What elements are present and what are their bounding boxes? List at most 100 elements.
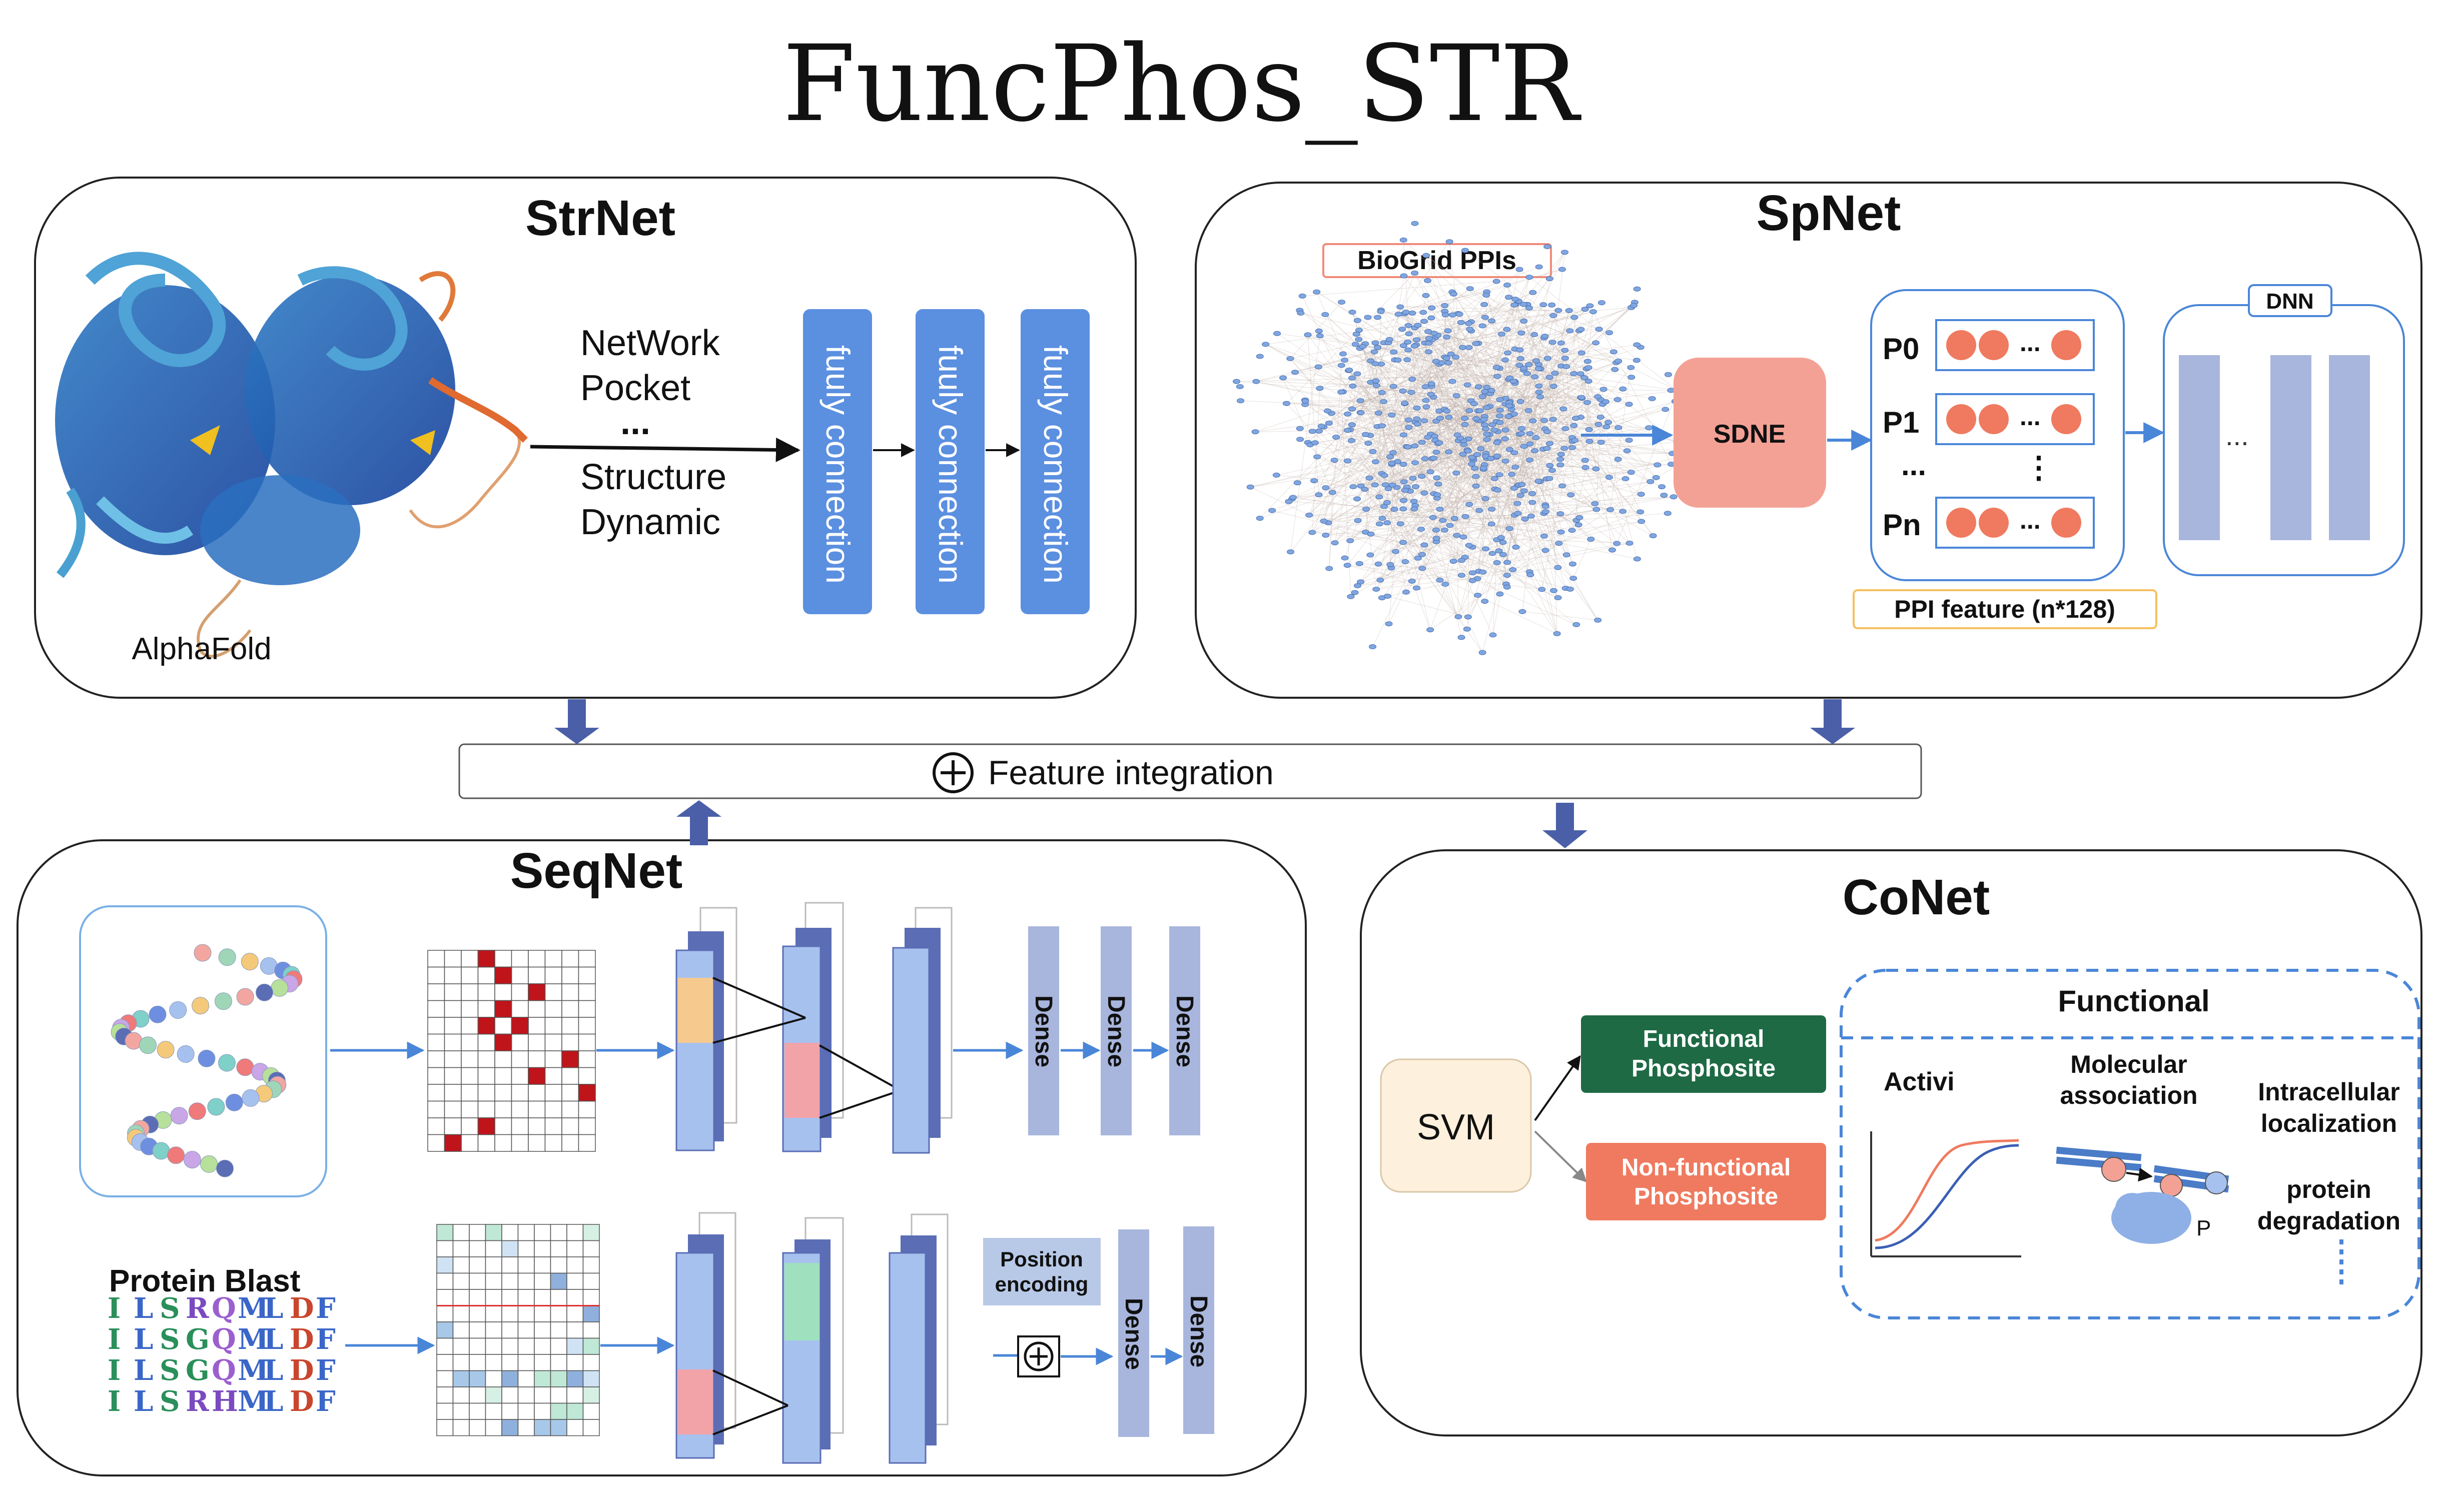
svg-text:L: L bbox=[134, 1292, 153, 1325]
strnet-panel bbox=[34, 177, 1137, 699]
nonfunctional-phosphosite-label: Non-functional bbox=[1621, 1154, 1791, 1181]
svg-text:G: G bbox=[186, 1354, 210, 1387]
fc-layer-2 bbox=[916, 309, 985, 614]
svg-text:Q: Q bbox=[212, 1292, 236, 1325]
functional-header: Functional bbox=[2058, 984, 2209, 1018]
svg-text:F: F bbox=[316, 1292, 336, 1325]
role-activity: Activi bbox=[1884, 1067, 1955, 1096]
ppi-feature-label-box bbox=[1853, 589, 2157, 629]
seqnet-panel bbox=[17, 839, 1307, 1476]
svg-text:S: S bbox=[160, 1354, 180, 1387]
svg-text:R: R bbox=[186, 1292, 209, 1325]
feature-network: NetWork bbox=[580, 323, 720, 363]
seqnet-up-arrow bbox=[676, 800, 721, 845]
svm-to-nonfunctional-arrow bbox=[1534, 1130, 1587, 1182]
dnn-layer-2 bbox=[2270, 355, 2311, 540]
functional-phosphosite-label-2: Phosphosite bbox=[1631, 1055, 1776, 1082]
svg-text:M: M bbox=[238, 1323, 269, 1356]
svg-text:Q: Q bbox=[212, 1323, 236, 1356]
fc-label-2: fuuly connection bbox=[932, 345, 969, 584]
svg-text:L: L bbox=[134, 1385, 153, 1418]
molecular-association-image: P bbox=[2056, 1146, 2229, 1244]
dense-bottom-label-2: Dense bbox=[1185, 1295, 1212, 1367]
spnet-down-arrow bbox=[1810, 699, 1855, 744]
svg-text:R: R bbox=[186, 1385, 209, 1418]
conet-panel bbox=[1360, 849, 2422, 1436]
feature-pocket: Pocket bbox=[580, 368, 690, 408]
svg-text:M: M bbox=[238, 1354, 269, 1387]
dense-bottom-label-1: Dense bbox=[1120, 1298, 1147, 1370]
strnet-down-arrow bbox=[554, 699, 599, 744]
feature-integration-bar bbox=[458, 743, 1922, 799]
nonfunctional-phosphosite-label-2: Phosphosite bbox=[1634, 1183, 1778, 1210]
svg-text:G: G bbox=[186, 1323, 210, 1356]
role-intracellular-1: Intracellular bbox=[2258, 1078, 2399, 1106]
svg-text:I: I bbox=[108, 1385, 121, 1418]
feature-structure: Structure bbox=[580, 457, 726, 497]
dense-bottom-2 bbox=[1183, 1226, 1214, 1434]
biogrid-label-box bbox=[1322, 243, 1552, 278]
svg-text:L: L bbox=[134, 1354, 153, 1387]
position-encoding-label: Position bbox=[1000, 1247, 1083, 1271]
dnn-label-box bbox=[2248, 284, 2332, 317]
functional-roles-box bbox=[1840, 969, 2420, 1319]
embedding-row-p1: ... bbox=[1935, 393, 2095, 445]
embedding-row-pn: ... bbox=[1935, 497, 2095, 549]
row-ellipsis: ... bbox=[1901, 448, 1926, 482]
functional-phosphosite-box bbox=[1581, 1015, 1826, 1093]
role-molecular-2: association bbox=[2060, 1081, 2197, 1109]
protein-blast-label: Protein Blast bbox=[109, 1264, 300, 1298]
feature-integration-label: Feature integration bbox=[988, 754, 1274, 792]
svg-text:I: I bbox=[108, 1292, 121, 1325]
role-molecular-1: Molecular bbox=[2070, 1050, 2187, 1078]
phospho-p-label: P bbox=[2196, 1216, 2211, 1240]
svg-text:D: D bbox=[290, 1354, 314, 1387]
svg-text:H: H bbox=[212, 1385, 238, 1418]
activity-curve-chart bbox=[1870, 1131, 2021, 1257]
amino-acid-chain-image bbox=[111, 944, 303, 1177]
main-title: FuncPhos_STR bbox=[782, 23, 1581, 145]
strnet-input-arrow bbox=[530, 437, 800, 462]
svg-text:F: F bbox=[316, 1323, 336, 1356]
dense-bottom-1 bbox=[1118, 1229, 1149, 1437]
onehot-matrix bbox=[427, 950, 596, 1152]
role-intracellular-2: localization bbox=[2261, 1109, 2397, 1137]
feature-dynamic: Dynamic bbox=[580, 502, 720, 542]
dense-top-label-1: Dense bbox=[1030, 995, 1057, 1067]
role-degradation-2: degradation bbox=[2257, 1207, 2400, 1235]
dot-ellipsis-p1: ... bbox=[2020, 403, 2041, 431]
position-encoding-label-2: encoding bbox=[995, 1272, 1089, 1296]
fc-layer-1 bbox=[803, 309, 872, 614]
svg-text:F: F bbox=[316, 1385, 336, 1418]
svg-text:L: L bbox=[264, 1385, 283, 1418]
dense-top-3 bbox=[1169, 926, 1200, 1135]
feature-ellipsis: ... bbox=[620, 402, 650, 442]
strnet-title: StrNet bbox=[525, 190, 675, 246]
svm-to-functional-arrow bbox=[1534, 1055, 1581, 1121]
row-label-p1: P1 bbox=[1883, 406, 1919, 439]
ppi-network-graph bbox=[1233, 221, 1702, 655]
sdne-box bbox=[1674, 358, 1826, 508]
conet-title: CoNet bbox=[1843, 869, 1990, 925]
svg-text:M: M bbox=[238, 1292, 269, 1325]
dot-ellipsis-p0: ... bbox=[2020, 329, 2041, 357]
add-icon bbox=[1024, 1341, 1054, 1371]
svg-text:L: L bbox=[264, 1323, 283, 1356]
svm-label: SVM bbox=[1417, 1107, 1495, 1147]
conet-down-arrow bbox=[1542, 803, 1587, 848]
dense-top-1 bbox=[1028, 926, 1059, 1135]
dnn-layer-1 bbox=[2179, 355, 2220, 540]
dnn-layer-3 bbox=[2329, 355, 2370, 540]
embedding-row-p0: ... bbox=[1935, 319, 2095, 371]
dense-top-2 bbox=[1101, 926, 1132, 1135]
row-label-p0: P0 bbox=[1883, 332, 1919, 366]
ppi-feature-label: PPI feature (n*128) bbox=[1894, 595, 2115, 623]
svg-text:D: D bbox=[290, 1385, 314, 1418]
svm-box bbox=[1380, 1058, 1532, 1193]
dense-top-label-3: Dense bbox=[1171, 995, 1198, 1067]
svg-text:D: D bbox=[290, 1323, 314, 1356]
seqnet-title: SeqNet bbox=[510, 843, 683, 899]
svg-text:Q: Q bbox=[212, 1354, 236, 1387]
